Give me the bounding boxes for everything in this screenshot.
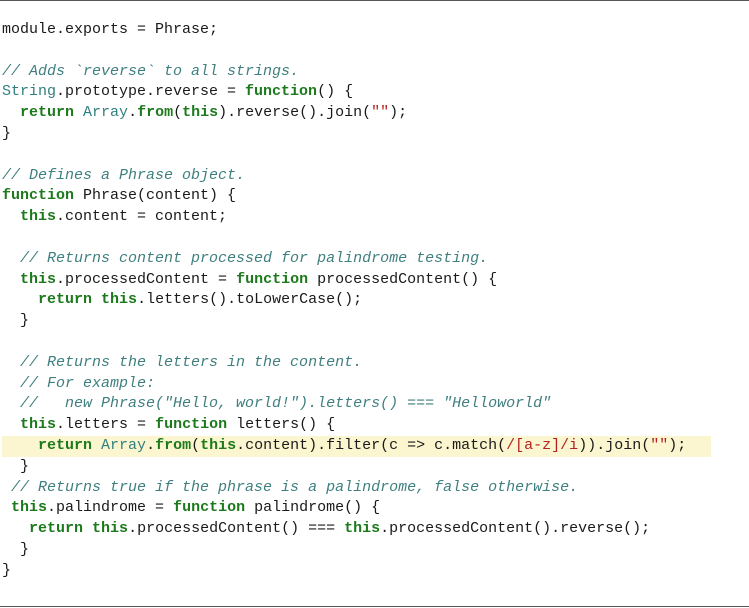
code-line: return this.letters().toLowerCase();	[38, 291, 363, 309]
code-line-highlighted: return Array.from(this.content).filter(c…	[2, 435, 711, 457]
code-line: // Defines a Phrase object.	[2, 166, 246, 184]
code-line: this.processedContent = function process…	[20, 270, 498, 288]
top-rule	[0, 0, 749, 1]
code-line: // Returns content processed for palindr…	[20, 249, 489, 267]
code-line: // new Phrase("Hello, world!").letters()…	[20, 395, 552, 413]
code-line: return Array.from(this).reverse().join("…	[20, 104, 408, 122]
code-line: String.prototype.reverse = function() {	[2, 83, 354, 101]
code-line: }	[2, 312, 30, 330]
code-line: }	[2, 457, 30, 475]
code-block: module.exports = Phrase;​// Adds `revers…	[2, 20, 711, 582]
code-line: module.exports = Phrase;	[2, 21, 219, 38]
code-line: }	[2, 540, 30, 558]
code-line: this.content = content;	[20, 208, 228, 226]
code-line: function Phrase(content) {	[2, 187, 237, 205]
bottom-rule	[0, 606, 749, 607]
code-line: return this.processedContent() === this.…	[29, 520, 651, 538]
code-line: // For example:	[20, 374, 156, 392]
code-line: ​	[2, 41, 711, 62]
code-line: }	[2, 561, 12, 579]
code-line: ​	[2, 145, 711, 166]
code-line: ​	[2, 332, 711, 353]
code-line: this.palindrome = function palindrome() …	[11, 499, 381, 517]
code-line: // Returns true if the phrase is a palin…	[11, 478, 579, 496]
code-line: this.letters = function letters() {	[20, 416, 336, 434]
code-line: // Returns the letters in the content.	[20, 353, 363, 371]
code-line: }	[2, 124, 12, 142]
code-line: ​	[2, 228, 711, 249]
code-line: // Adds `reverse` to all strings.	[2, 62, 300, 80]
